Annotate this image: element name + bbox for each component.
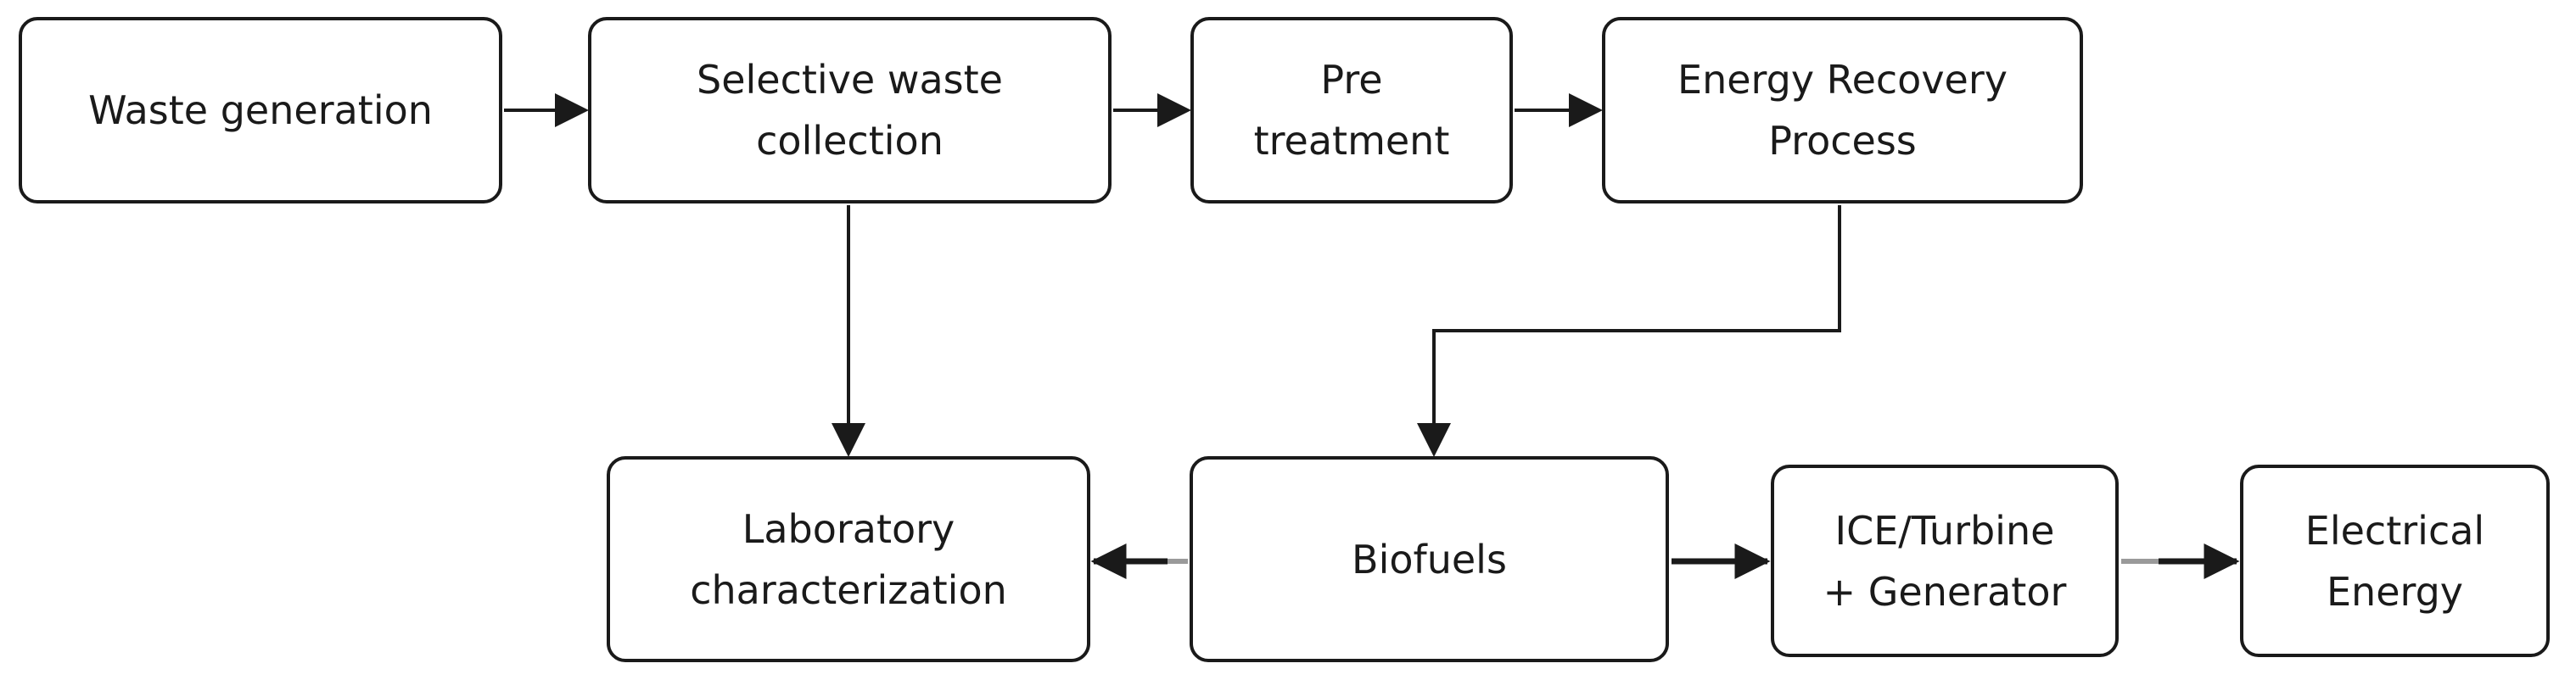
node-label: Biofuels bbox=[1352, 536, 1507, 582]
node-label: Pre bbox=[1320, 57, 1383, 103]
node-label: Energy bbox=[2326, 568, 2464, 615]
node-pre-treatment: Pre treatment bbox=[1190, 17, 1513, 203]
node-label: Selective waste bbox=[697, 57, 1003, 103]
node-label: ICE/Turbine bbox=[1834, 507, 2055, 554]
node-label: Laboratory bbox=[742, 505, 955, 552]
node-biofuels: Biofuels bbox=[1190, 456, 1669, 662]
node-label: characterization bbox=[690, 566, 1007, 613]
node-laboratory-characterization: Laboratory characterization bbox=[607, 456, 1090, 662]
node-label: Waste generation bbox=[88, 87, 433, 133]
node-label: + Generator bbox=[1823, 568, 2067, 615]
arrow-energy-to-biofuels bbox=[1417, 205, 1841, 457]
node-ice-turbine-generator: ICE/Turbine + Generator bbox=[1771, 465, 2119, 657]
node-label: Electrical bbox=[2304, 507, 2485, 554]
node-label: collection bbox=[756, 118, 944, 164]
node-label: Process bbox=[1768, 118, 1917, 164]
node-waste-generation: Waste generation bbox=[19, 17, 502, 203]
node-label: Energy Recovery bbox=[1677, 57, 2008, 103]
node-selective-waste-collection: Selective waste collection bbox=[588, 17, 1112, 203]
node-electrical-energy: Electrical Energy bbox=[2240, 465, 2550, 657]
node-energy-recovery-process: Energy Recovery Process bbox=[1602, 17, 2083, 203]
node-label: treatment bbox=[1253, 118, 1450, 164]
